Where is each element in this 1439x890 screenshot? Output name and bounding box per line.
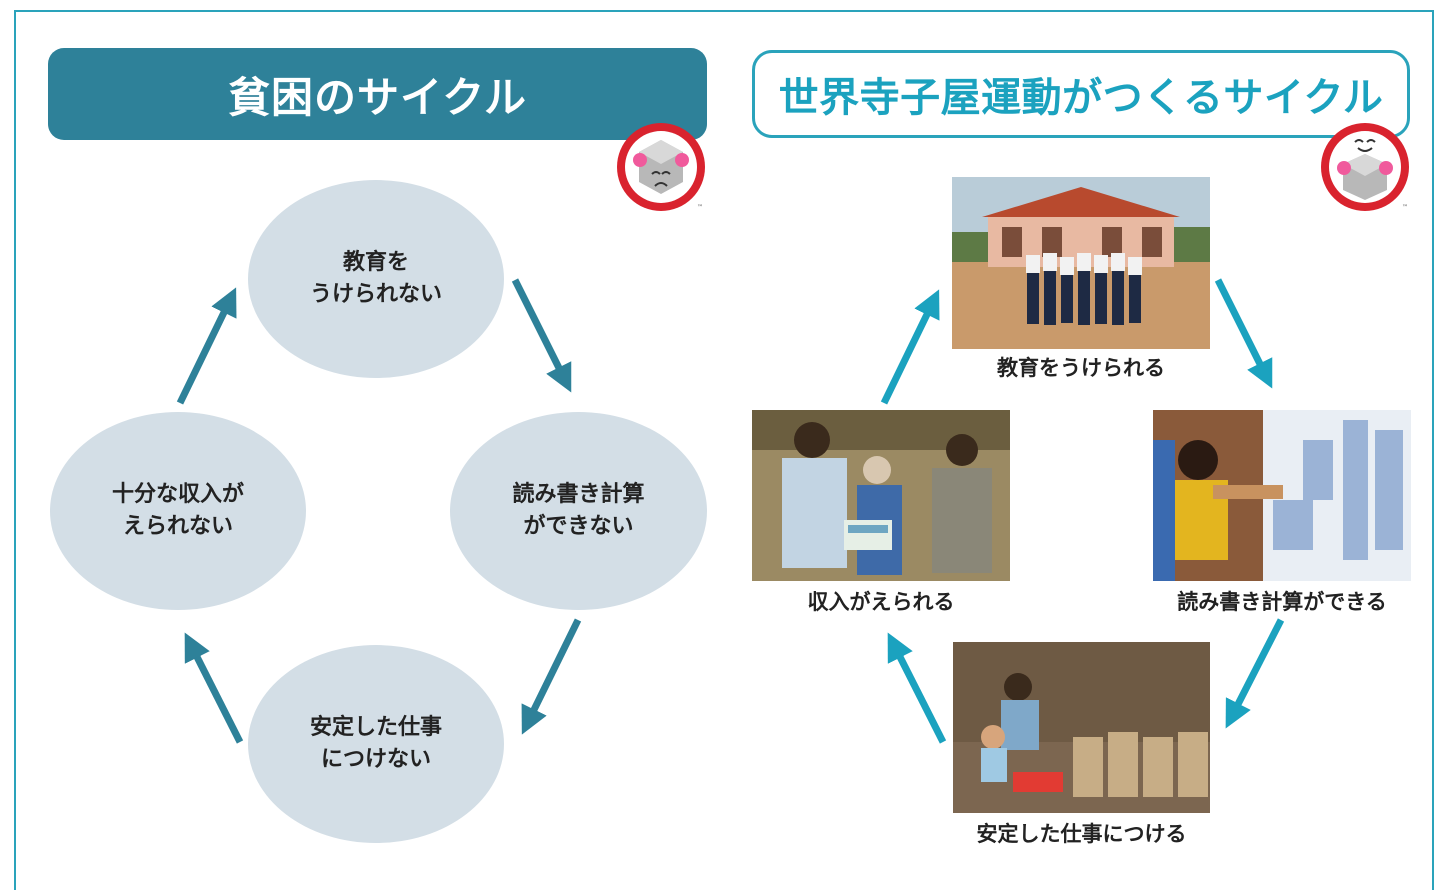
caption-stable-job: 安定した仕事につける [976,822,1187,846]
income-photo [752,410,1010,581]
happy-mascot-icon [1318,120,1412,214]
stable-job-photo [953,642,1210,813]
caption-literacy: 読み書き計算ができる [1177,590,1387,614]
trademark-mark: ™ [1402,204,1408,211]
sad-mascot-icon [614,120,708,214]
node-no-literacy: 読み書き計算 ができない [450,412,707,610]
node-no-income: 十分な収入が えられない [50,412,306,610]
caption-income: 収入がえられる [807,590,955,614]
school-photo [952,177,1210,349]
panel-frame [14,10,1434,890]
poverty-cycle-title: 貧困のサイクル [48,48,707,140]
node-no-stable-job: 安定した仕事 につけない [248,645,504,843]
trademark-mark: ™ [697,204,703,211]
literacy-photo [1153,410,1411,581]
terakoya-cycle-title: 世界寺子屋運動がつくるサイクル [752,50,1410,138]
caption-education: 教育をうけられる [997,356,1165,380]
node-no-education: 教育を うけられない [248,180,504,378]
